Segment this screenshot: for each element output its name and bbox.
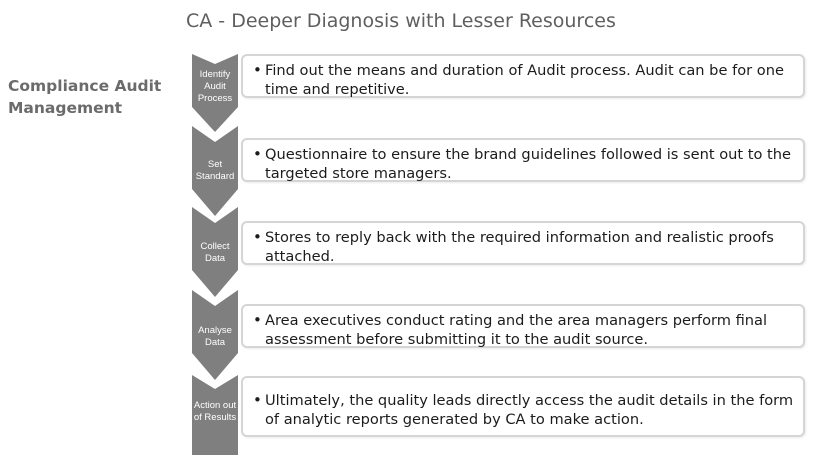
bullet-4: • [253, 311, 262, 329]
bullet-2: • [253, 145, 262, 163]
step-label-4: Analyse Data [198, 325, 232, 348]
bullet-5: • [253, 391, 262, 409]
step-description-1: Find out the means and duration of Audit… [265, 62, 784, 98]
chevron-shape [192, 375, 238, 455]
step-label-3: Collect Data [200, 241, 230, 264]
step-chevron-4: Analyse Data [192, 290, 238, 380]
step-description-box-1: • Find out the means and duration of Aud… [241, 54, 805, 98]
step-label-5: Action out of Results [193, 400, 237, 423]
step-description-2: Questionnaire to ensure the brand guidel… [265, 146, 792, 182]
bullet-1: • [253, 61, 262, 79]
chevron-shape [192, 207, 238, 297]
side-title: Compliance Audit Management [8, 77, 162, 117]
step-label-2: Set Standard [195, 159, 235, 182]
step-chevron-1: Identify Audit Process [192, 54, 238, 132]
page-title: CA - Deeper Diagnosis with Lesser Resour… [186, 10, 616, 32]
bullet-3: • [253, 228, 262, 246]
step-chevron-3: Collect Data [192, 207, 238, 297]
step-description-box-2: • Questionnaire to ensure the brand guid… [241, 138, 805, 182]
step-label-1: Identify Audit Process [197, 69, 233, 104]
chevron-shape [192, 54, 238, 132]
step-description-3: Stores to reply back with the required i… [265, 229, 774, 265]
step-chevron-5: Action out of Results [192, 375, 238, 455]
step-description-box-3: • Stores to reply back with the required… [241, 221, 805, 265]
step-description-box-5: • Ultimately, the quality leads directly… [241, 376, 805, 437]
chevron-shape [192, 290, 238, 380]
step-description-box-4: • Area executives conduct rating and the… [241, 304, 805, 348]
step-chevron-2: Set Standard [192, 126, 238, 216]
chevron-shape [192, 126, 238, 216]
step-description-5: Ultimately, the quality leads directly a… [265, 392, 794, 428]
step-description-4: Area executives conduct rating and the a… [265, 312, 768, 348]
